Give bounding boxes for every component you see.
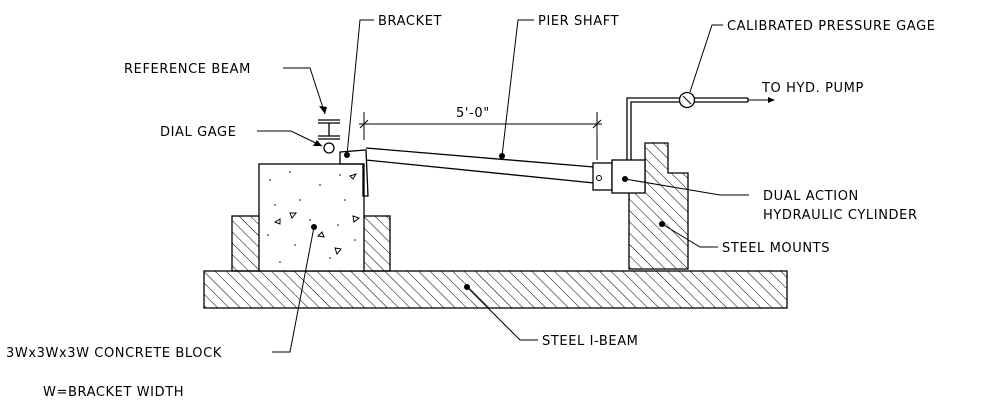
- hydraulic-cylinder: [592, 159, 646, 194]
- label-hyd-pump: TO HYD. PUMP: [761, 81, 864, 96]
- label-steel-mounts: STEEL MOUNTS: [722, 241, 830, 256]
- steel-ibeam: [203, 270, 788, 309]
- label-cylinder-line2: HYDRAULIC CYLINDER: [763, 208, 918, 223]
- bracket: [339, 149, 369, 197]
- hydraulic-line: [626, 97, 775, 160]
- label-pressure-gage: CALIBRATED PRESSURE GAGE: [727, 19, 936, 34]
- label-note: W=BRACKET WIDTH: [43, 385, 184, 400]
- label-concrete-block: 3Wx3Wx3W CONCRETE BLOCK: [6, 346, 222, 361]
- label-dial-gage: DIAL GAGE: [160, 125, 237, 140]
- reference-beam: [318, 119, 340, 140]
- label-reference-beam: REFERENCE BEAM: [124, 62, 251, 77]
- pier-shaft: [365, 147, 595, 184]
- label-pier-shaft: PIER SHAFT: [538, 14, 619, 29]
- label-bracket: BRACKET: [378, 14, 442, 29]
- left-mount-left: [231, 215, 261, 272]
- leader-lines: [257, 19, 749, 353]
- leader-dots: [311, 152, 665, 290]
- dial-gage: [323, 142, 335, 154]
- pressure-gage: [678, 91, 696, 109]
- concrete-block: [258, 163, 365, 272]
- dimension-line: [359, 112, 602, 160]
- dimension-label: 5'-0": [456, 106, 490, 121]
- label-cylinder-line1: DUAL ACTION: [763, 189, 859, 204]
- label-steel-ibeam: STEEL I-BEAM: [542, 334, 639, 349]
- left-mount-right: [362, 215, 391, 272]
